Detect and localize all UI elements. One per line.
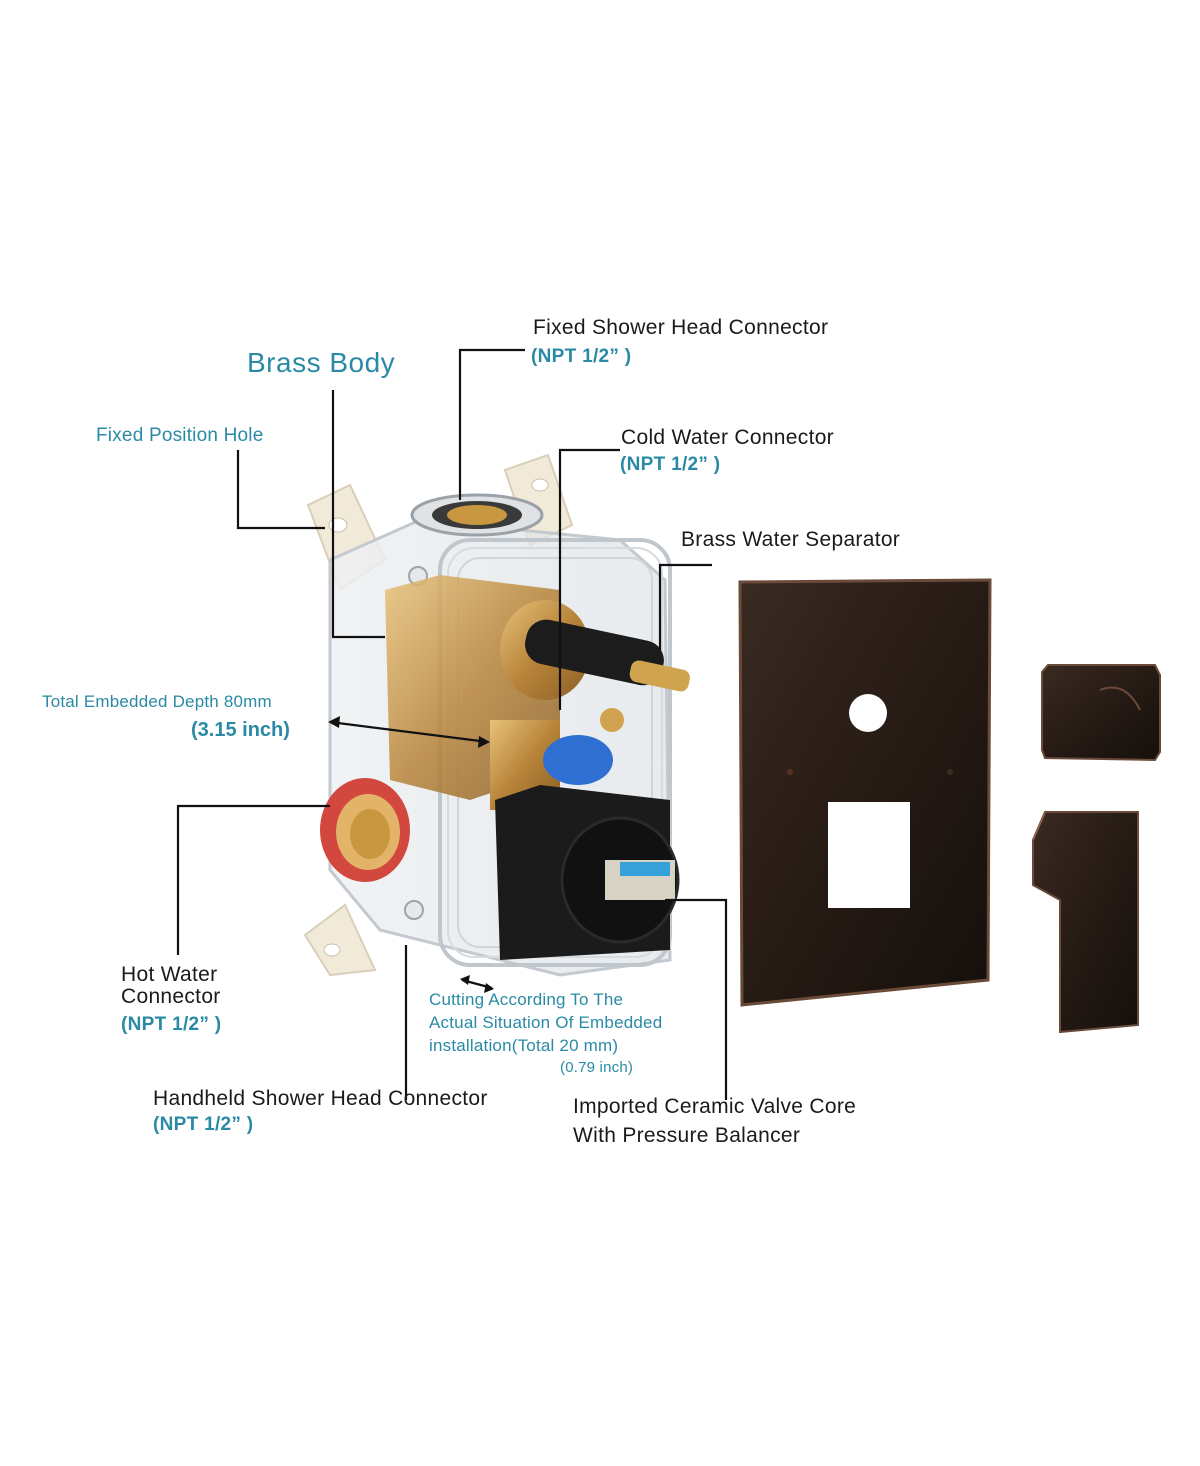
cutting-label-line1: Cutting According To The bbox=[429, 990, 624, 1009]
hot-water-label-line2: Connector bbox=[121, 985, 221, 1008]
cold-indicator bbox=[543, 735, 613, 785]
arrow-heads bbox=[328, 716, 494, 993]
handle-lever bbox=[1032, 811, 1139, 1034]
brass-body-label: Brass Body bbox=[247, 347, 396, 378]
hot-water-label-line1: Hot Water bbox=[121, 963, 218, 986]
hot-water-port bbox=[320, 778, 410, 882]
cover-plate bbox=[738, 578, 992, 1007]
cutting-label-line2: Actual Situation Of Embedded bbox=[429, 1013, 663, 1032]
valve-core-label-line1: Imported Ceramic Valve Core bbox=[573, 1095, 857, 1118]
leader-lines bbox=[176, 348, 728, 1100]
embedded-depth-inch: (3.15 inch) bbox=[191, 719, 290, 741]
brass-separator-label: Brass Water Separator bbox=[681, 528, 901, 551]
handheld-label: Handheld Shower Head Connector bbox=[153, 1087, 488, 1110]
valve-core-label-line2: With Pressure Balancer bbox=[573, 1124, 801, 1147]
hot-water-npt: (NPT 1/2” ) bbox=[121, 1014, 222, 1035]
cutting-label-line3: installation(Total 20 mm) bbox=[429, 1036, 619, 1055]
cold-water-label: Cold Water Connector bbox=[621, 426, 834, 449]
handle-knob bbox=[1041, 664, 1161, 762]
fixed-position-hole-label: Fixed Position Hole bbox=[96, 425, 264, 446]
handheld-npt: (NPT 1/2” ) bbox=[153, 1114, 254, 1135]
valve-core-part bbox=[495, 785, 680, 960]
fixed-shower-head-npt: (NPT 1/2” ) bbox=[531, 346, 632, 367]
fixed-shower-head-label: Fixed Shower Head Connector bbox=[533, 316, 829, 339]
fixed-shower-connector-port bbox=[410, 493, 544, 537]
cutting-label-line4: (0.79 inch) bbox=[560, 1059, 634, 1076]
cold-water-npt: (NPT 1/2” ) bbox=[620, 454, 721, 475]
embedded-depth-label: Total Embedded Depth 80mm bbox=[42, 692, 272, 711]
